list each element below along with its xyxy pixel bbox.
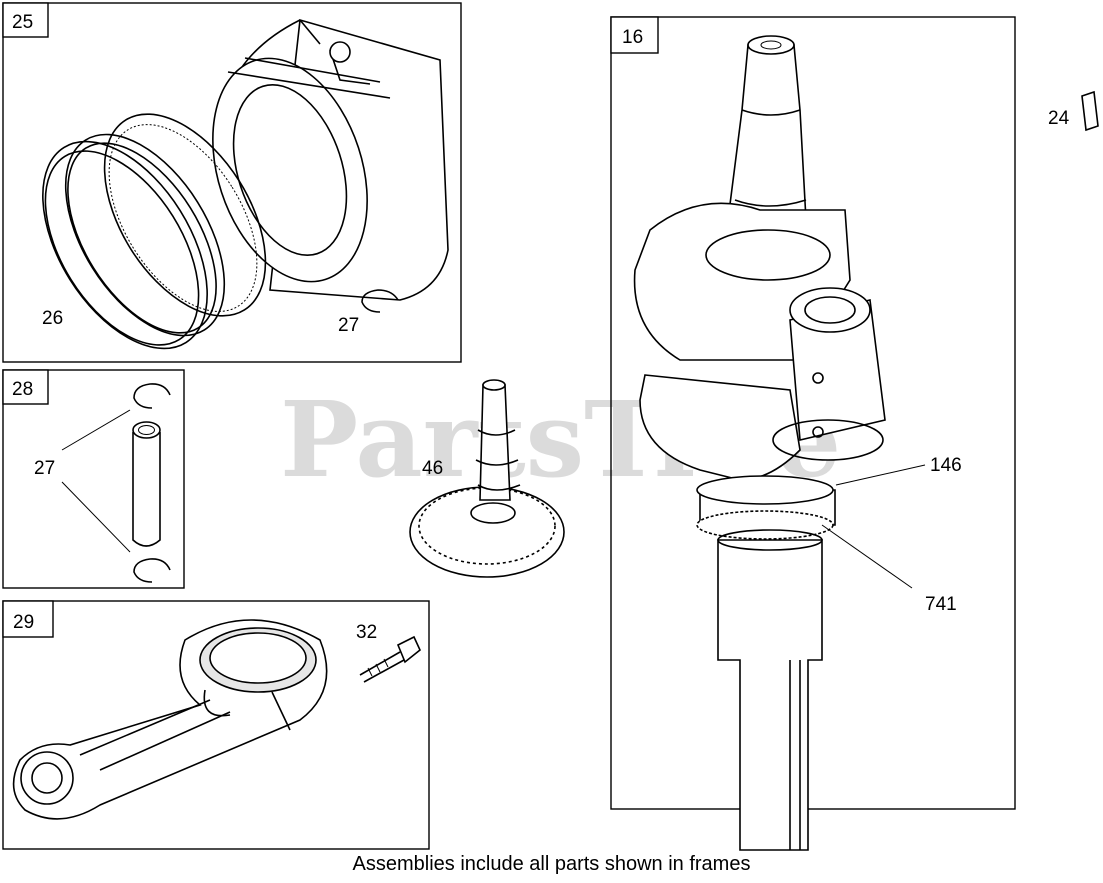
camshaft[interactable] bbox=[409, 379, 565, 578]
caption: Assemblies include all parts shown in fr… bbox=[352, 853, 751, 875]
callout-32: 32 bbox=[356, 622, 377, 643]
crankshaft[interactable] bbox=[633, 35, 886, 851]
piston-rings[interactable] bbox=[9, 86, 299, 377]
piston-pin[interactable] bbox=[132, 421, 161, 547]
callout-741: 741 bbox=[925, 594, 957, 615]
frame-label-29: 29 bbox=[13, 612, 34, 633]
frame-label-16: 16 bbox=[622, 27, 643, 48]
piston[interactable] bbox=[186, 18, 449, 302]
callout-27-top: 27 bbox=[338, 315, 359, 336]
callout-27-pin: 27 bbox=[34, 458, 55, 479]
retainer-clip-pin-lower[interactable] bbox=[133, 558, 171, 583]
woodruff-key[interactable] bbox=[1081, 90, 1099, 132]
callout-26: 26 bbox=[42, 308, 63, 329]
frame-label-25: 25 bbox=[12, 12, 33, 33]
connecting-rod[interactable] bbox=[12, 619, 328, 820]
frame-crankshaft[interactable]: 16 bbox=[610, 16, 1016, 851]
retainer-clip-top[interactable] bbox=[361, 289, 399, 313]
frame-piston[interactable]: 25 26 27 bbox=[2, 2, 462, 377]
callout-24: 24 bbox=[1048, 108, 1070, 129]
callout-46: 46 bbox=[422, 458, 443, 479]
frame-connecting-rod[interactable]: 29 32 bbox=[2, 600, 430, 850]
frame-piston-pin[interactable]: 28 27 bbox=[2, 369, 185, 589]
retainer-clip-pin-upper[interactable] bbox=[133, 383, 171, 409]
callout-146: 146 bbox=[930, 455, 962, 476]
rod-bolt[interactable] bbox=[359, 635, 421, 683]
frame-label-28: 28 bbox=[12, 379, 33, 400]
